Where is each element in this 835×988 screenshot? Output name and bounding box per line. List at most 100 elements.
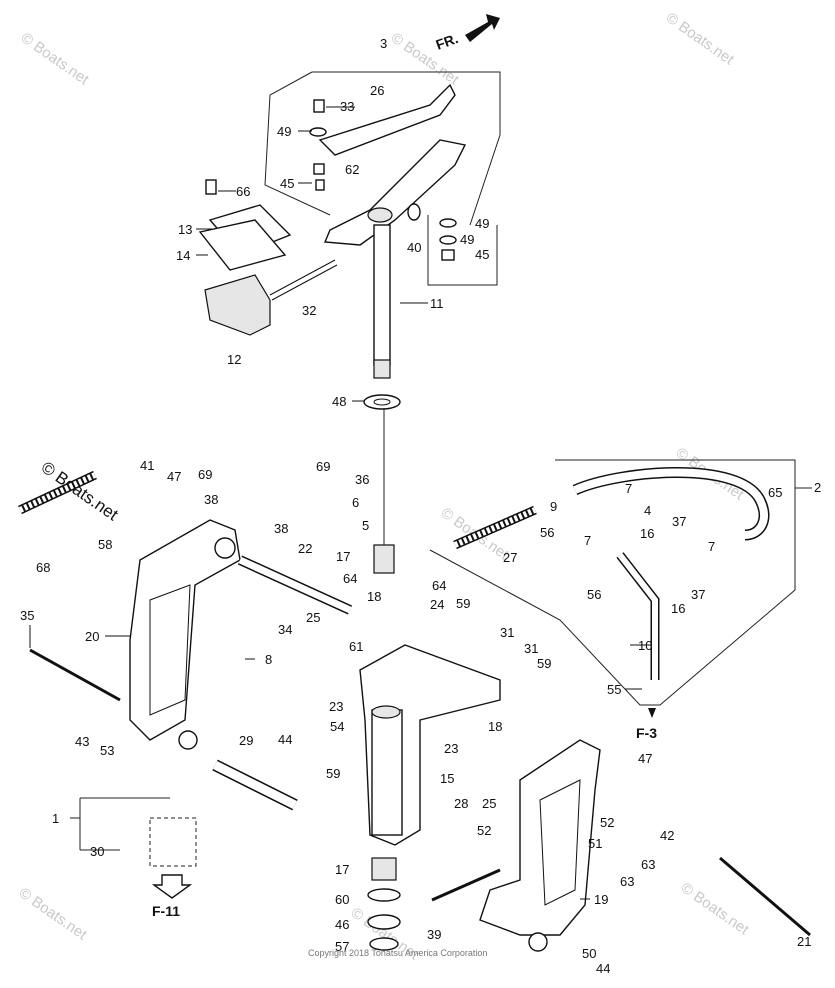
ref-f11: F-11 [152, 903, 180, 919]
callout-5: 5 [362, 518, 369, 533]
callout-17b: 17 [335, 862, 349, 877]
callout-61: 61 [349, 639, 363, 654]
callout-22: 22 [298, 541, 312, 556]
callout-55: 55 [607, 682, 621, 697]
callout-16: 16 [640, 526, 654, 541]
callout-23b: 23 [444, 741, 458, 756]
callout-30: 30 [90, 844, 104, 859]
callout-7: 7 [625, 481, 632, 496]
callout-60: 60 [335, 892, 349, 907]
callout-23: 23 [329, 699, 343, 714]
bolts [29, 555, 811, 937]
callout-56: 56 [540, 525, 554, 540]
callout-18: 18 [367, 589, 381, 604]
steering-arm [318, 83, 467, 410]
callout-63: 63 [641, 857, 655, 872]
direction-label: FR. [434, 30, 461, 53]
callout-39: 39 [427, 927, 441, 942]
callout-66: 66 [236, 184, 250, 199]
hoses [18, 467, 770, 680]
control-box [198, 204, 338, 336]
callout-17: 17 [336, 549, 350, 564]
callout-24: 24 [430, 597, 444, 612]
callout-19: 19 [594, 892, 608, 907]
callout-4: 4 [644, 503, 651, 518]
callout-38b: 38 [274, 521, 288, 536]
callout-46: 46 [335, 917, 349, 932]
callout-51: 51 [588, 836, 602, 851]
callout-28: 28 [454, 796, 468, 811]
watermark: © Boats.net [663, 9, 738, 68]
front-arrow: FR. [434, 14, 500, 53]
callout-32: 32 [302, 303, 316, 318]
f3-arrow [648, 708, 656, 718]
callout-59: 59 [456, 596, 470, 611]
callout-18b: 18 [488, 719, 502, 734]
callout-12: 12 [227, 352, 241, 367]
callout-43: 43 [75, 734, 89, 749]
callout-49b: 49 [475, 216, 489, 231]
callout-15: 15 [440, 771, 454, 786]
watermark: © Boats.net [16, 884, 91, 943]
stern-bracket-left [129, 519, 241, 750]
callout-45b: 45 [475, 247, 489, 262]
callout-49: 49 [277, 124, 291, 139]
callout-58: 58 [98, 537, 112, 552]
callout-62: 62 [345, 162, 359, 177]
callout-2: 2 [814, 480, 821, 495]
callout-31b: 31 [524, 641, 538, 656]
callout-59b: 59 [537, 656, 551, 671]
callouts: 3 26 33 49 62 45 66 13 14 49 49 45 40 32… [20, 36, 821, 976]
leader-lines [29, 106, 652, 900]
callout-59c: 59 [326, 766, 340, 781]
callout-64: 64 [343, 571, 357, 586]
callout-41: 41 [140, 458, 154, 473]
callout-21: 21 [797, 934, 811, 949]
group-lines [70, 71, 812, 867]
callout-45: 45 [280, 176, 294, 191]
callout-27: 27 [503, 550, 517, 565]
callout-6: 6 [352, 495, 359, 510]
callout-3: 3 [380, 36, 387, 51]
callout-44: 44 [278, 732, 292, 747]
callout-25: 25 [306, 610, 320, 625]
callout-11: 11 [430, 296, 444, 311]
callout-29: 29 [239, 733, 253, 748]
callout-34: 34 [278, 622, 292, 637]
swivel-bracket [359, 644, 501, 846]
callout-26: 26 [370, 83, 384, 98]
callout-64b: 64 [432, 578, 446, 593]
callout-52: 52 [600, 815, 614, 830]
callout-48: 48 [332, 394, 346, 409]
callout-37b: 37 [691, 587, 705, 602]
callout-31: 31 [500, 625, 514, 640]
callout-47b: 47 [638, 751, 652, 766]
callout-52b: 52 [477, 823, 491, 838]
callout-16b: 16 [671, 601, 685, 616]
callout-20: 20 [85, 629, 99, 644]
callout-13: 13 [178, 222, 192, 237]
callout-25b: 25 [482, 796, 496, 811]
bottom-bushing-stack [367, 544, 401, 951]
upper-fasteners [205, 99, 457, 261]
f11-arrow [151, 874, 193, 899]
callout-44b: 44 [596, 961, 610, 976]
callout-14: 14 [176, 248, 190, 263]
callout-40: 40 [407, 240, 421, 255]
callout-42: 42 [660, 828, 674, 843]
callout-37: 37 [672, 514, 686, 529]
callout-53: 53 [100, 743, 114, 758]
ref-f3: F-3 [636, 725, 657, 741]
watermark: © Boats.net [18, 29, 93, 88]
callout-35: 35 [20, 608, 34, 623]
callout-57: 57 [335, 939, 349, 954]
callout-54: 54 [330, 719, 344, 734]
callout-68: 68 [36, 560, 50, 575]
callout-69: 69 [198, 467, 212, 482]
callout-49c: 49 [460, 232, 474, 247]
stern-bracket-right [479, 739, 601, 952]
callout-7b: 7 [584, 533, 591, 548]
callout-50: 50 [582, 946, 596, 961]
callout-63b: 63 [620, 874, 634, 889]
